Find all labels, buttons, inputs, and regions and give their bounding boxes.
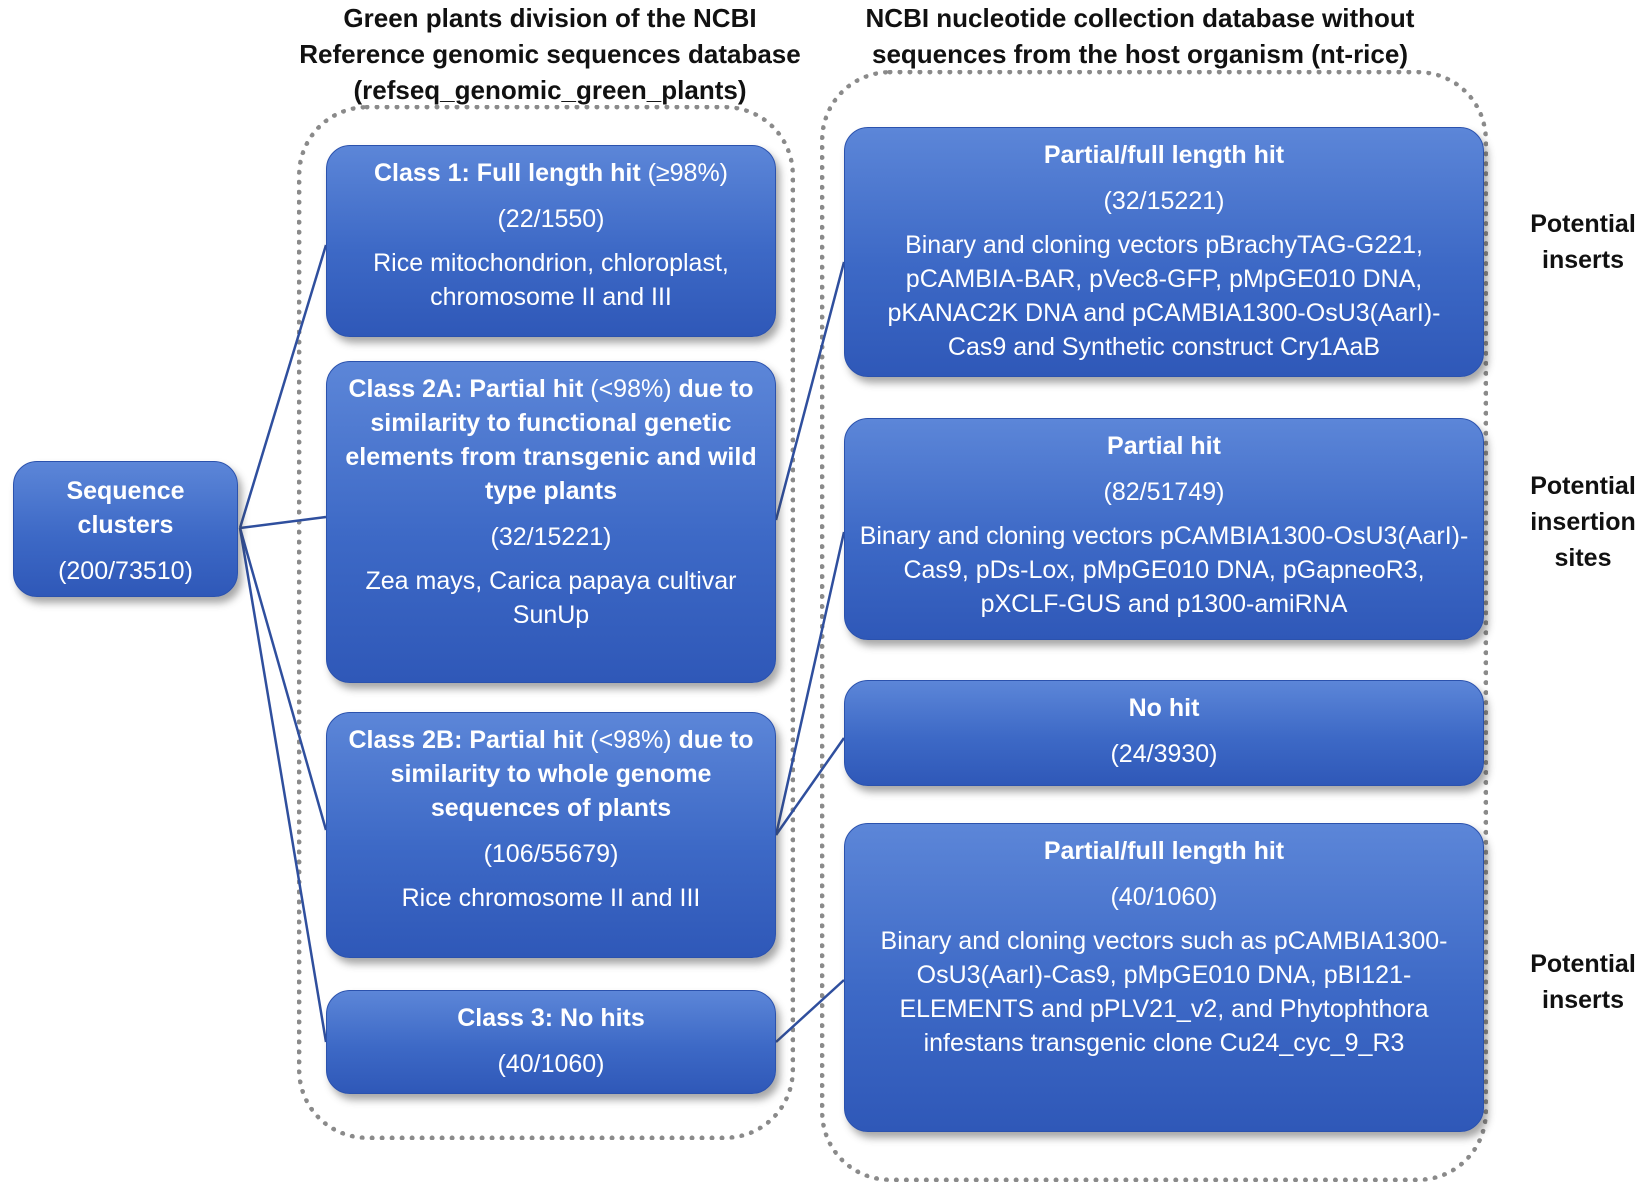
right-group-header: NCBI nucleotide collection database with… — [830, 0, 1450, 72]
result-2-description: Binary and cloning vectors pCAMBIA1300-O… — [859, 522, 1469, 618]
result-3-title: No hit — [1128, 694, 1200, 722]
root-title-line-2: clusters — [77, 511, 174, 539]
right-header-line-1: NCBI nucleotide collection database with… — [865, 3, 1415, 33]
connector-class2b-result3 — [774, 737, 846, 836]
connector-root-class1 — [238, 244, 328, 529]
left-header-line-2: Reference genomic sequences database — [299, 39, 801, 69]
connector-root-class3 — [238, 527, 328, 1043]
left-header-line-3: (refseq_genomic_green_plants) — [353, 75, 747, 105]
side-label-potential-insertion-sites: Potential insertion sites — [1530, 472, 1636, 572]
result-2-box: Partial hit (82/51749) Binary and clonin… — [844, 418, 1484, 640]
class-2b-box: Class 2B: Partial hit (<98%) due to simi… — [326, 712, 776, 958]
class-1-threshold: (≥98%) — [640, 159, 729, 187]
result-2-title: Partial hit — [1107, 432, 1221, 460]
root-count: (200/73510) — [58, 557, 193, 585]
result-4-title: Partial/full length hit — [1043, 837, 1285, 865]
class-3-count: (40/1060) — [497, 1050, 605, 1078]
class-1-title: Class 1: Full length hit — [373, 159, 641, 187]
class-2b-count: (106/55679) — [483, 840, 619, 868]
connector-class2a-result1 — [774, 261, 846, 521]
class-2a-box: Class 2A: Partial hit (<98%) due to simi… — [326, 361, 776, 683]
root-title-line-1: Sequence — [66, 477, 185, 505]
result-2-count: (82/51749) — [1103, 478, 1225, 506]
class-2b-description: Rice chromosome II and III — [401, 884, 701, 912]
class-2a-title: Class 2A: Partial hit — [348, 375, 584, 403]
class-2a-description: Zea mays, Carica papaya cultivar SunUp — [365, 567, 737, 629]
result-4-box: Partial/full length hit (40/1060) Binary… — [844, 823, 1484, 1132]
class-1-description: Rice mitochondrion, chloroplast, chromos… — [373, 249, 729, 311]
connector-class2b-result2 — [774, 531, 846, 836]
side-label-potential-inserts-2: Potential inserts — [1530, 950, 1636, 1014]
class-2a-count: (32/15221) — [490, 523, 612, 551]
side-label-potential-inserts-1: Potential inserts — [1530, 210, 1636, 274]
class-2a-threshold: (<98%) — [583, 375, 672, 403]
class-2b-title-rest: due to similarity to whole genome sequen… — [390, 726, 754, 822]
class-2b-threshold: (<98%) — [583, 726, 672, 754]
class-1-box: Class 1: Full length hit (≥98%) (22/1550… — [326, 145, 776, 337]
result-1-box: Partial/full length hit (32/15221) Binar… — [844, 127, 1484, 377]
class-3-title: Class 3: No hits — [457, 1004, 645, 1032]
connector-root-class2a — [239, 515, 327, 530]
class-2b-title: Class 2B: Partial hit — [348, 726, 584, 754]
connector-class3-result4 — [775, 979, 845, 1043]
result-1-title: Partial/full length hit — [1043, 141, 1285, 169]
left-header-line-1: Green plants division of the NCBI — [343, 3, 757, 33]
class-2a-title-rest: due to similarity to functional genetic … — [345, 375, 757, 505]
left-database-group — [297, 105, 795, 1140]
connector-root-class2b — [238, 527, 328, 831]
class-3-box: Class 3: No hits (40/1060) — [326, 990, 776, 1094]
result-1-count: (32/15221) — [1103, 187, 1225, 215]
class-1-count: (22/1550) — [497, 205, 605, 233]
result-4-count: (40/1060) — [1110, 883, 1218, 911]
result-4-description: Binary and cloning vectors such as pCAMB… — [880, 927, 1448, 1057]
sequence-clusters-box: Sequence clusters (200/73510) — [13, 461, 238, 597]
result-3-count: (24/3930) — [1110, 740, 1218, 768]
result-1-description: Binary and cloning vectors pBrachyTAG-G2… — [887, 231, 1441, 361]
result-3-box: No hit (24/3930) — [844, 680, 1484, 786]
left-group-header: Green plants division of the NCBI Refere… — [270, 0, 830, 108]
right-header-line-2: sequences from the host organism (nt-ric… — [872, 39, 1408, 69]
